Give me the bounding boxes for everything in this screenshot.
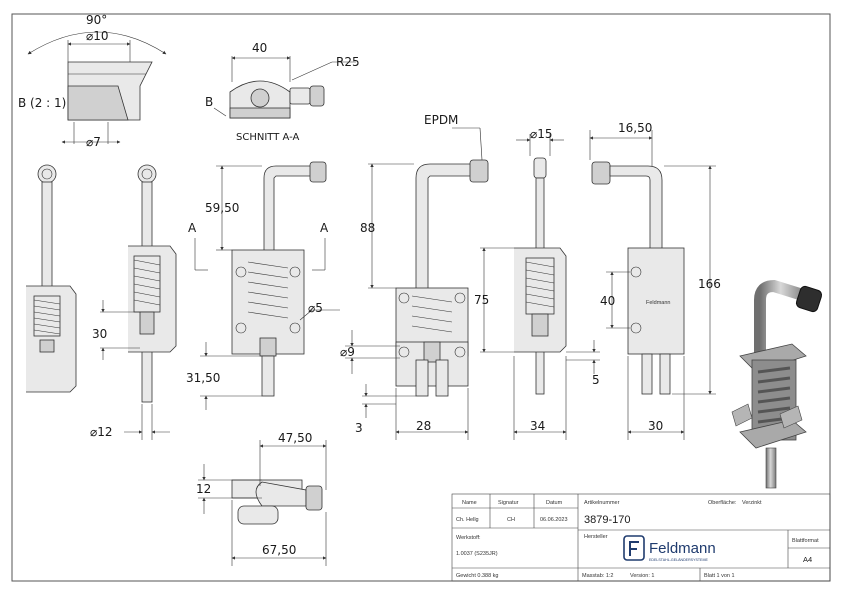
dim-dia-10: ⌀10 — [86, 29, 109, 43]
top-view: 47,50 12 67,50 — [196, 431, 327, 566]
dim-40: 40 — [600, 294, 615, 308]
tb-material-value: 1.0037 (S235JR) — [456, 551, 498, 557]
dim-88: 88 — [360, 221, 375, 235]
dim-16-50: 16,50 — [618, 121, 652, 135]
tb-signature-value: CH — [507, 517, 515, 523]
tb-header-date: Datum — [546, 500, 563, 506]
tb-article-value: 3879-170 — [584, 514, 631, 526]
side-view-3: ⌀15 75 5 34 — [474, 127, 600, 440]
sheet-border — [11, 13, 831, 582]
tb-surface-value: Verzinkt — [742, 500, 762, 506]
dim-34: 34 — [530, 419, 545, 433]
rear-logo-mark: Feldmann — [646, 300, 670, 306]
label-epdm: EPDM — [424, 113, 458, 127]
tb-scale: Masstab: 1:2 — [582, 573, 614, 579]
detail-b-label: B (2 : 1) — [18, 96, 66, 110]
tb-sheet: Blatt 1 von 1 — [704, 573, 735, 579]
tb-header-surface: Oberfläche: — [708, 500, 737, 506]
tb-header-article: Artikelnummer — [584, 500, 620, 506]
detail-b-view: 90° ⌀10 B (2 : 1) ⌀7 — [18, 13, 167, 149]
tb-manufacturer-label: Hersteller — [584, 534, 608, 540]
dim-dia-9: ⌀9 — [340, 345, 355, 359]
dim-dia-5: ⌀5 — [308, 301, 323, 315]
front-view-1: 59,50 A A ⌀5 31,50 — [186, 161, 340, 410]
brand-tagline: EDELSTAHL-GELÄNDERSYSTEME — [649, 558, 708, 562]
brand-name: Feldmann — [649, 540, 716, 557]
rear-view: Feldmann 16,50 40 166 30 — [589, 121, 721, 440]
tb-date-value: 06.06.2023 — [540, 517, 568, 523]
detail-mark-b: B — [205, 95, 213, 109]
dim-166: 166 — [698, 277, 721, 291]
section-mark-a-left: A — [188, 221, 197, 235]
side-view-extended: 30 ⌀12 — [90, 164, 177, 440]
feldmann-logo: Feldmann EDELSTAHL-GELÄNDERSYSTEME — [623, 535, 716, 562]
dim-stroke-30: 30 — [92, 327, 107, 341]
section-a-a-view: 40 R25 B SCHNITT A-A — [205, 41, 360, 143]
dim-radius-25: R25 — [336, 55, 360, 69]
dim-dia-7: ⌀7 — [86, 135, 101, 149]
iso-3d-view — [731, 279, 823, 489]
tb-name-value: Ch. Hellg — [456, 517, 479, 523]
side-view-retracted — [26, 164, 77, 393]
dim-59-50: 59,50 — [205, 201, 239, 215]
dim-12: 12 — [196, 482, 211, 496]
title-block: Name Signatur Datum Artikelnummer Oberfl… — [451, 493, 831, 582]
tb-format-value: A4 — [803, 555, 812, 564]
tb-version: Version: 1 — [630, 573, 654, 579]
dim-section-40: 40 — [252, 41, 267, 55]
dim-67-50: 67,50 — [262, 543, 296, 557]
tb-material-label: Werkstoff: — [456, 535, 481, 541]
tb-weight: Gewicht 0.388 kg — [456, 573, 499, 579]
dim-30-width: 30 — [648, 419, 663, 433]
front-view-2: EPDM 88 ⌀9 3 28 — [340, 113, 489, 440]
tb-header-signature: Signatur — [498, 500, 519, 506]
dim-3: 3 — [355, 421, 363, 435]
tb-header-format: Blattformat — [792, 538, 819, 544]
dim-dia-15: ⌀15 — [530, 127, 553, 141]
dim-47-50: 47,50 — [278, 431, 312, 445]
dim-dia-12: ⌀12 — [90, 425, 113, 439]
section-mark-a-right: A — [320, 221, 329, 235]
dim-31-50: 31,50 — [186, 371, 220, 385]
dim-5: 5 — [592, 373, 600, 387]
dim-75: 75 — [474, 293, 489, 307]
section-caption: SCHNITT A-A — [236, 132, 300, 143]
dim-angle-90: 90° — [86, 13, 107, 27]
tb-header-name: Name — [462, 500, 477, 506]
dim-28: 28 — [416, 419, 431, 433]
